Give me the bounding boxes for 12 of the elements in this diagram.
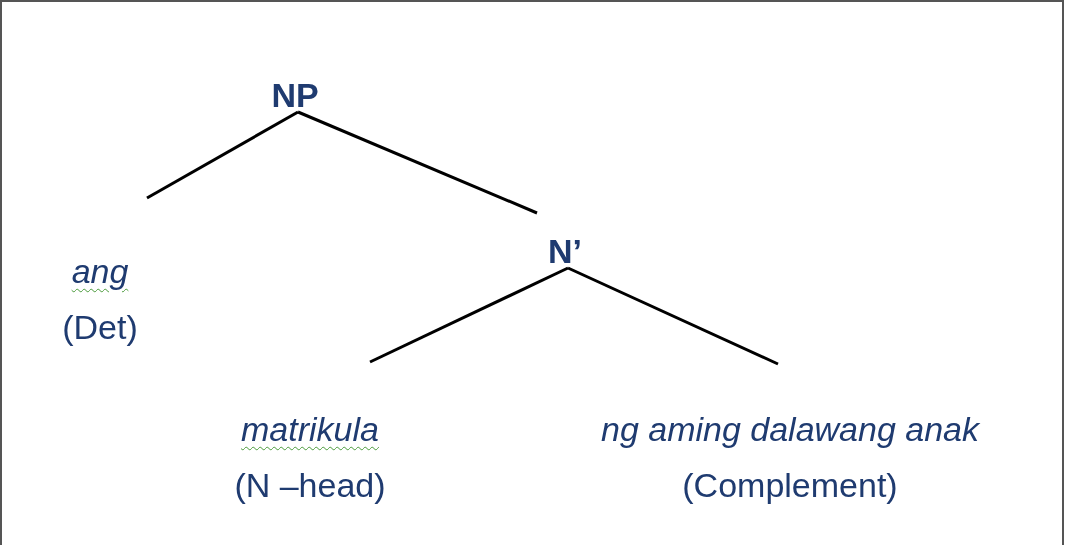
word-label: ang: [71, 254, 129, 288]
phrase-label: N’: [548, 234, 582, 268]
category-label: (N –head): [234, 468, 386, 502]
word-label: matrikula: [241, 412, 379, 446]
phrase-label: NP: [271, 78, 319, 112]
tree-branch-line: [369, 266, 569, 364]
tree-branch-line: [146, 110, 299, 200]
tree-branch-line: [297, 110, 538, 215]
tree-branch-line: [567, 266, 779, 366]
category-label: (Complement): [682, 468, 898, 502]
category-label: (Det): [62, 310, 138, 344]
word-label: ng aming dalawang anak: [600, 412, 980, 446]
